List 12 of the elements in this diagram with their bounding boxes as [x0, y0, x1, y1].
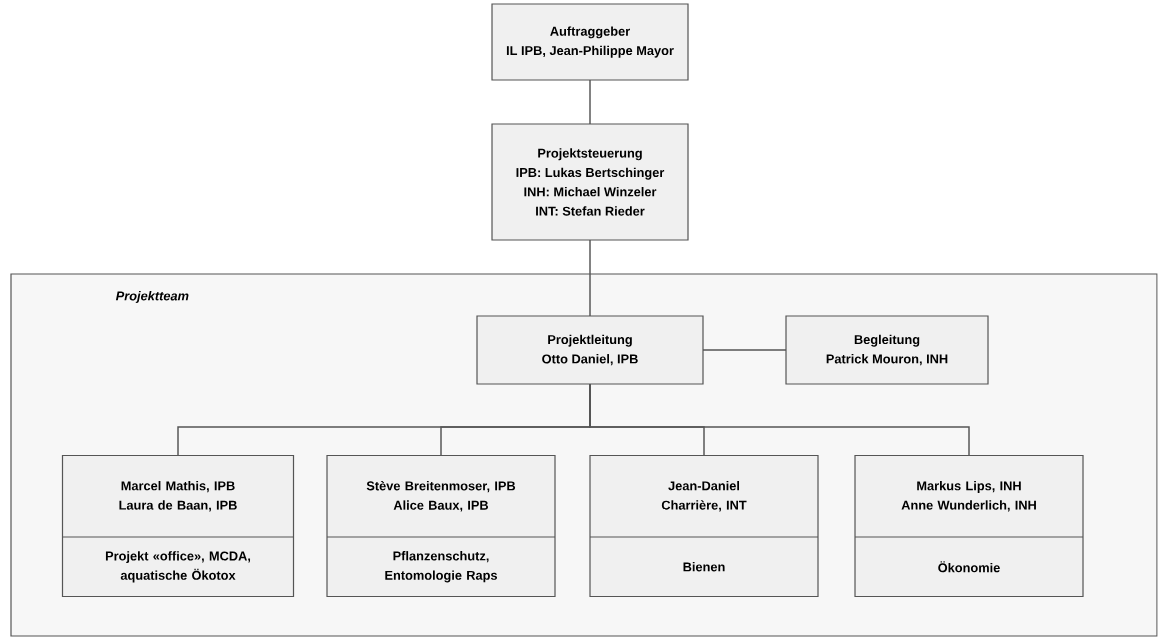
connector-line: [589, 79, 591, 125]
org-box: Stève Breitenmoser, IPB Alice Baux, IPB Pflanzenschutz, Entomologie Raps: [326, 454, 556, 598]
connector-line: [702, 349, 787, 351]
connector-line: [589, 383, 970, 457]
org-box: Auftraggeber IL IPB, Jean-Philippe Mayor: [491, 3, 689, 81]
connector-line: [589, 239, 591, 317]
org-box: Projektsteuerung IPB: Lukas Bertschinger INH: Michael Winzeler INT: Stefan Rieder: [491, 123, 689, 241]
org-box: Marcel Mathis, IPB Laura de Baan, IPB Projekt «office», MCDA, aquatische Ökotox: [61, 454, 295, 598]
org-box: Begleitung Patrick Mouron, INH: [785, 315, 989, 385]
org-box: Markus Lips, INH Anne Wunderlich, INH Ökonomie: [854, 454, 1084, 598]
org-box: Jean-Daniel Charrière, INT Bienen: [589, 454, 819, 598]
org-box: Projektleitung Otto Daniel, IPB: [476, 315, 704, 385]
